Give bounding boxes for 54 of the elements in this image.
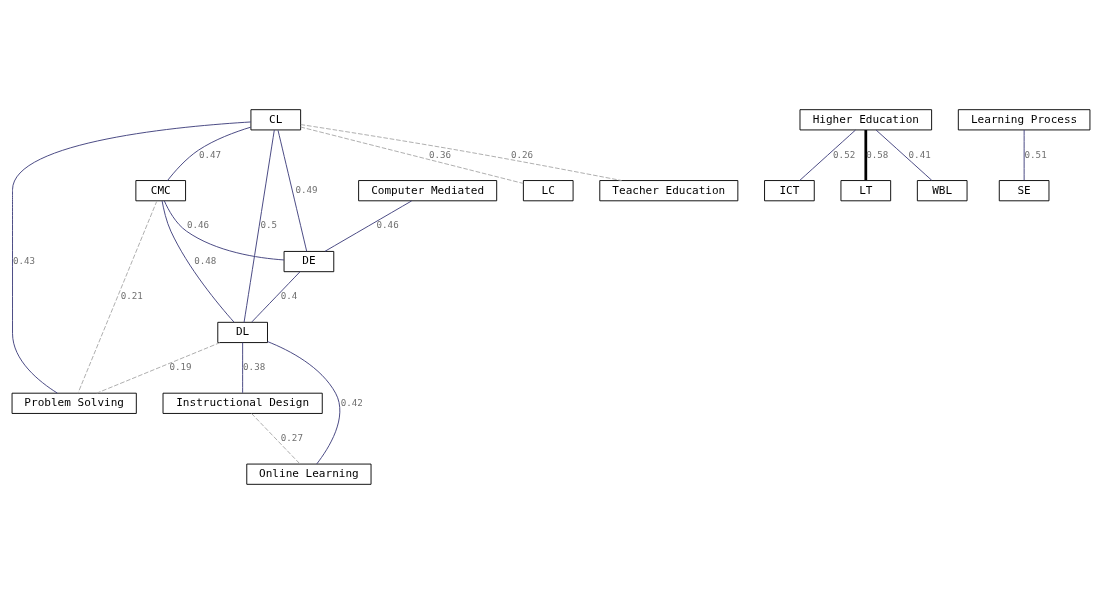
connector bbox=[243, 129, 275, 323]
node-box: Instructional Design bbox=[162, 392, 323, 414]
edge-label: 0.5 bbox=[260, 219, 278, 231]
connector bbox=[277, 129, 308, 252]
edge-label: 0.19 bbox=[169, 361, 192, 373]
connector bbox=[251, 413, 301, 465]
edge-label: 0.48 bbox=[194, 254, 217, 266]
edge-label: 0.51 bbox=[1024, 148, 1047, 160]
edge-label: 0.49 bbox=[295, 183, 318, 195]
node-box: Online Learning bbox=[246, 463, 372, 485]
edge-label: 0.43 bbox=[12, 254, 36, 266]
node-box: DE bbox=[283, 251, 335, 273]
edge-label: 0.4 bbox=[280, 290, 298, 302]
edge-label: 0.26 bbox=[510, 148, 534, 160]
node-box: LT bbox=[840, 180, 892, 202]
edge-label: 0.47 bbox=[198, 148, 222, 160]
connector bbox=[96, 342, 221, 394]
edge-label: 0.21 bbox=[120, 290, 143, 302]
connector bbox=[251, 271, 301, 323]
connector bbox=[1023, 129, 1025, 181]
connector bbox=[324, 200, 413, 252]
edge-label: 0.42 bbox=[340, 396, 363, 408]
edge-label: 0.41 bbox=[908, 148, 931, 160]
node-box: DL bbox=[217, 321, 268, 343]
connector bbox=[864, 130, 868, 181]
node-box: ICT bbox=[764, 180, 815, 202]
edge-label: 0.46 bbox=[376, 219, 399, 231]
edge-label: 0.38 bbox=[243, 361, 266, 373]
connector bbox=[799, 129, 856, 181]
connector bbox=[77, 200, 158, 394]
edge-label: 0.46 bbox=[186, 219, 210, 231]
node-box: Problem Solving bbox=[11, 392, 137, 414]
node-box: CL bbox=[250, 109, 302, 131]
edge-label: 0.36 bbox=[429, 148, 452, 160]
connector bbox=[161, 200, 235, 323]
node-box: CMC bbox=[135, 180, 187, 202]
connector bbox=[267, 341, 341, 465]
edge-label: 0.52 bbox=[833, 148, 856, 160]
node-box: Learning Process bbox=[957, 109, 1091, 131]
node-box: Computer Mediated bbox=[358, 180, 498, 202]
node-box: Teacher Education bbox=[599, 180, 739, 202]
node-box: WBL bbox=[916, 180, 968, 202]
node-box: Higher Education bbox=[799, 109, 933, 131]
connector bbox=[300, 126, 524, 184]
node-box: LC bbox=[522, 180, 574, 202]
connector bbox=[242, 342, 244, 394]
connector bbox=[12, 121, 252, 394]
connector bbox=[163, 200, 285, 261]
connector bbox=[167, 126, 252, 181]
node-box: SE bbox=[998, 180, 1050, 202]
connector bbox=[300, 124, 623, 181]
connector bbox=[875, 129, 933, 181]
edge-label: 0.58 bbox=[866, 148, 889, 160]
edge-label: 0.27 bbox=[280, 432, 303, 444]
